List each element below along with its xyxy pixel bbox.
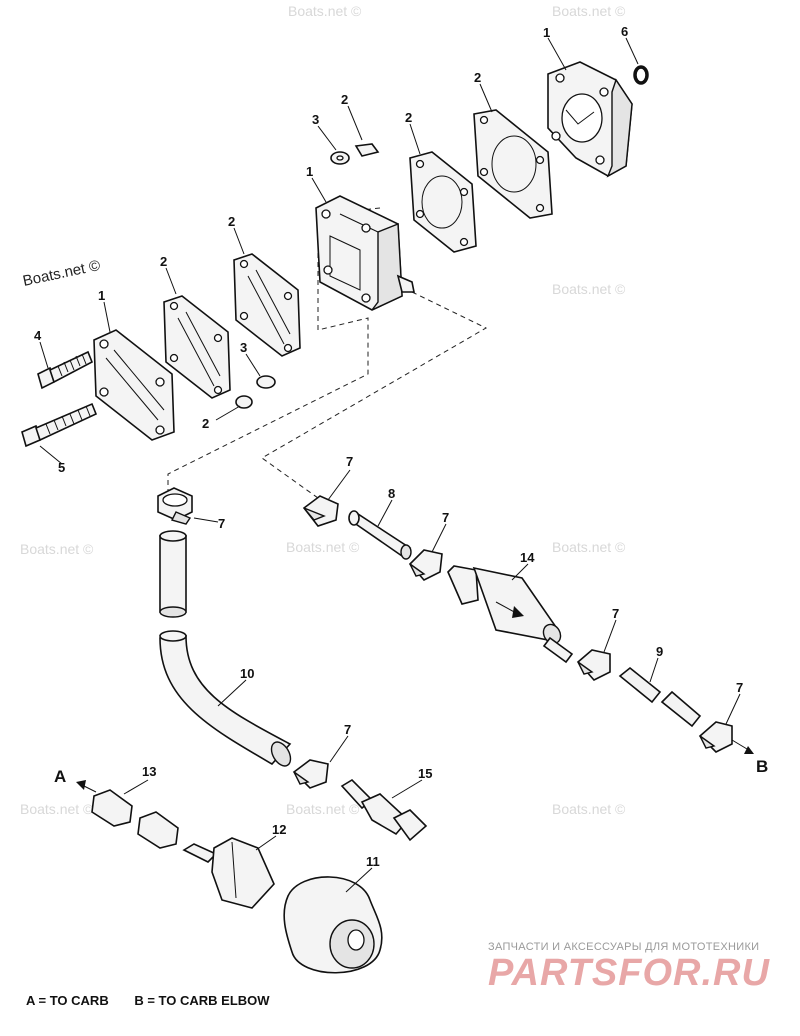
callout-number: 2 [341,92,348,107]
dashed-line [167,208,369,492]
hose-clamp [292,759,329,789]
dashed-line [261,291,488,499]
gasket [163,295,231,399]
curved-hose [159,630,292,767]
screw [21,402,98,448]
hose [159,530,187,618]
callout-number: 13 [142,764,156,779]
watermark: Boats.net © [286,801,360,817]
callout-number: 7 [736,680,743,695]
legend: A = TO CARB B = TO CARB ELBOW [26,993,292,1008]
diaphragm-disc [235,395,253,409]
callout-number: 7 [344,722,351,737]
hose-clamp [302,495,339,527]
pump-cover-left [93,329,175,441]
callout-number: 1 [543,25,550,40]
hose [348,510,412,560]
callout-number: 2 [228,214,235,229]
watermark-main: Boats.net © [21,257,101,290]
legend-a: A = TO CARB [26,993,109,1008]
callout-number: 3 [240,340,247,355]
letter-a: A [54,767,66,786]
callout-number: 2 [405,110,412,125]
watermark: Boats.net © [288,3,362,19]
diaphragm-disc [354,143,380,157]
primer-bulb [182,837,275,909]
fitting [340,778,428,842]
hose [618,666,702,728]
callout-number: 3 [312,112,319,127]
watermark: Boats.net © [20,541,94,557]
callout-number: 7 [218,516,225,531]
callout-number: 8 [388,486,395,501]
gasket [473,109,553,219]
arrow-b-icon [744,746,754,754]
callout-number: 4 [34,328,42,343]
fuel-bulb [283,876,383,974]
watermark: Boats.net © [20,801,94,817]
leader-lines [39,37,741,893]
callout-number: 2 [474,70,481,85]
callout-number: 10 [240,666,254,681]
assembly-lines [167,207,488,499]
callout-number: 2 [202,416,209,431]
brand-watermark: ЗАПЧАСТИ И АКСЕССУАРЫ ДЛЯ МОТОТЕХНИКИ PA… [488,941,788,993]
fuel-filter [447,565,574,664]
brand-tagline: ЗАПЧАСТИ И АКСЕССУАРЫ ДЛЯ МОТОТЕХНИКИ [488,941,760,953]
callout-number: 7 [346,454,353,469]
watermark: Boats.net © [552,281,626,297]
watermark: Boats.net © [286,539,360,555]
washer [256,375,276,389]
callout-number: 7 [612,606,619,621]
hose-clamp [576,649,611,681]
arrow-a-icon [76,780,86,790]
callout-number: 14 [520,550,535,565]
pump-cover-top [547,61,633,178]
brand-logo: PARTSFOR.RU [488,952,770,994]
letter-b: B [756,757,768,776]
callout-number: 5 [58,460,65,475]
watermark: Boats.net © [552,801,626,817]
callout-number: 7 [442,510,449,525]
fuel-pump-body [315,195,415,311]
o-ring [633,65,649,85]
callouts: 1 6 2 2 3 2 1 2 2 1 4 3 2 5 7 7 8 7 14 7… [34,24,768,869]
screw [37,350,94,390]
legend-b: B = TO CARB ELBOW [134,993,270,1008]
callout-number: 12 [272,822,286,837]
callout-number: 9 [656,644,663,659]
watermark: Boats.net © [552,3,626,19]
hose-clamp [157,487,193,525]
watermarks: Boats.net © Boats.net © Boats.net © Boat… [20,3,626,817]
callout-number: 11 [366,854,380,869]
callout-number: 15 [418,766,432,781]
hose [91,789,179,849]
callout-number: 1 [306,164,313,179]
gasket [233,253,301,357]
callout-number: 1 [98,288,105,303]
hose-clamp [408,549,443,581]
dashed-line [361,207,381,211]
callout-number: 2 [160,254,167,269]
hose-clamp [698,721,733,753]
watermark: Boats.net © [552,539,626,555]
callout-number: 6 [621,24,628,39]
gasket [409,151,477,253]
